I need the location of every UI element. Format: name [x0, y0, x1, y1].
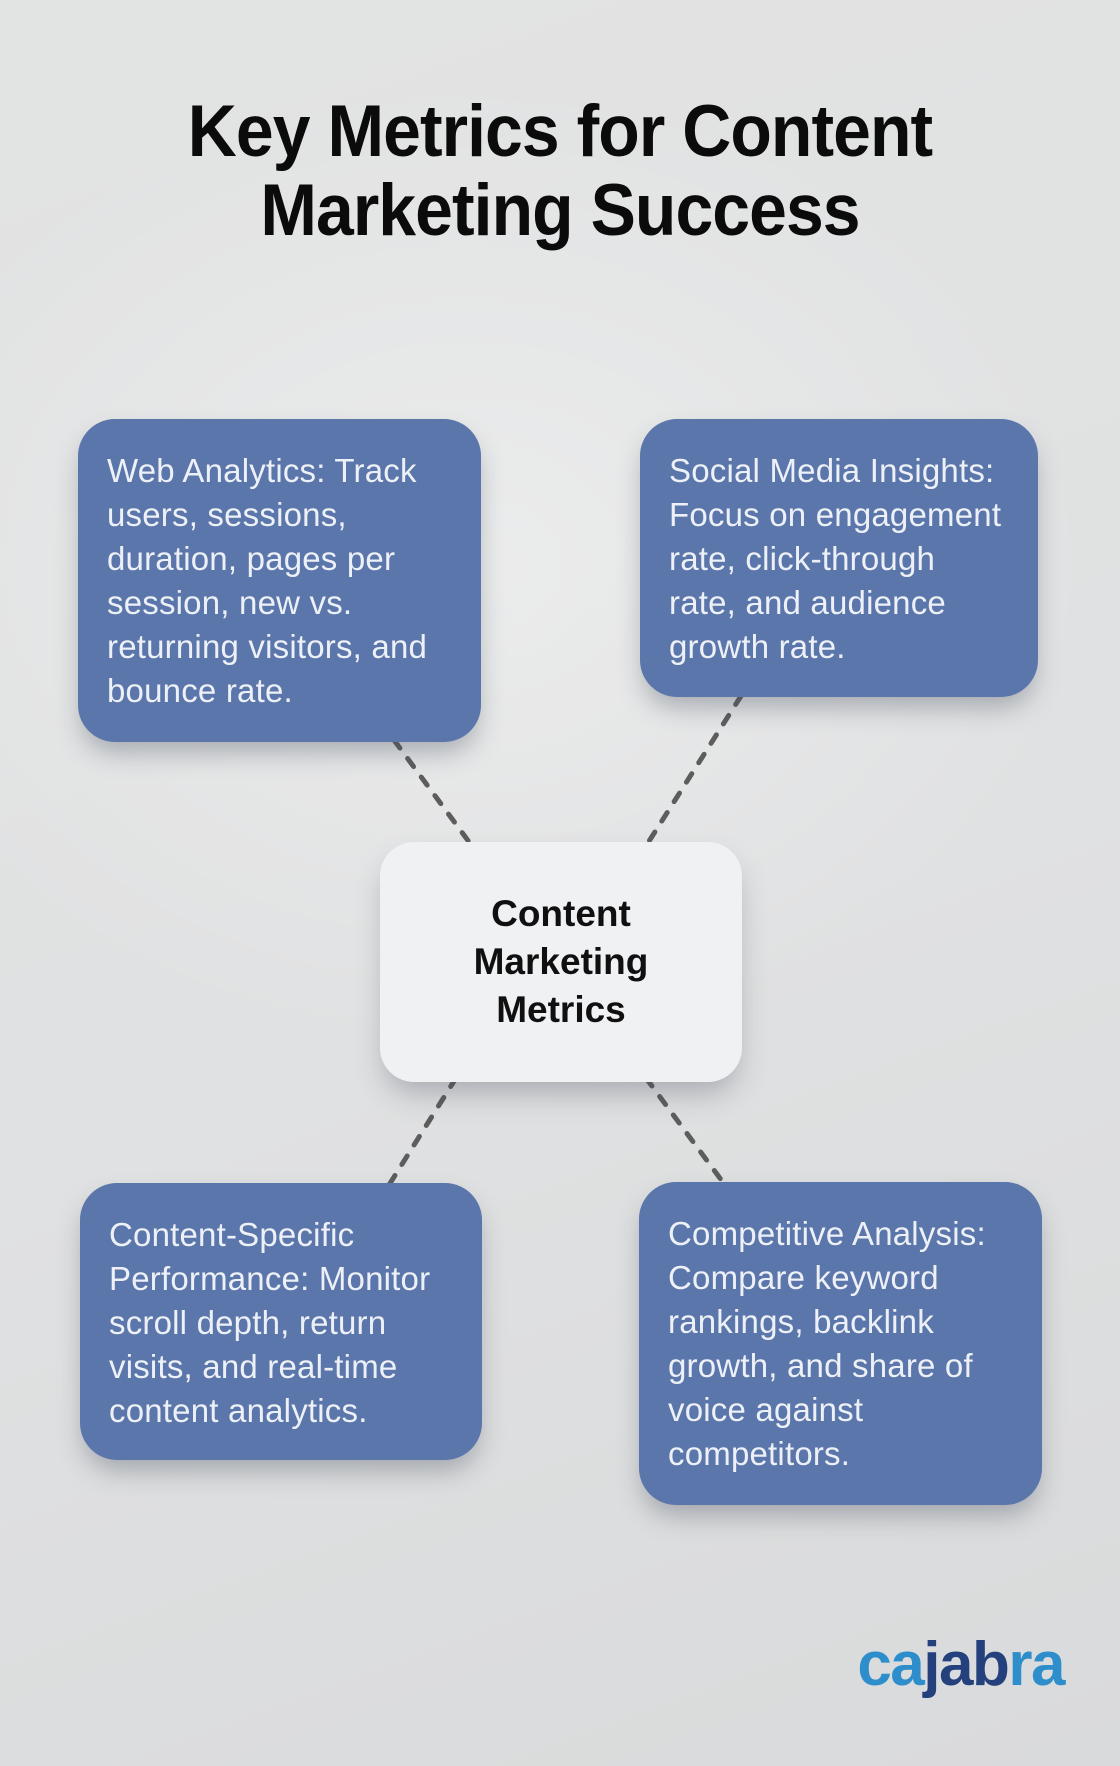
- node-web-analytics: Web Analytics: Track users, sessions, du…: [78, 419, 481, 742]
- connector-top-right: [643, 693, 744, 849]
- node-competitive-analysis: Competitive Analysis: Compare keyword ra…: [639, 1182, 1042, 1505]
- cajabra-logo: cajabra: [857, 1634, 1065, 1696]
- center-node-content-marketing-metrics: Content Marketing Metrics: [380, 842, 742, 1082]
- node-content-specific-performance: Content-Specific Performance: Monitor sc…: [80, 1183, 482, 1460]
- connector-top-left: [391, 737, 475, 849]
- node-social-media-insights: Social Media Insights: Focus on engageme…: [640, 419, 1038, 697]
- page-title: Key Metrics for Content Marketing Succes…: [187, 91, 933, 251]
- connector-bottom-left: [386, 1075, 459, 1188]
- logo-segment-ca: ca: [857, 1630, 924, 1699]
- logo-segment-ra: ra: [1008, 1630, 1065, 1699]
- logo-segment-jab: jab: [923, 1630, 1010, 1699]
- connector-bottom-right: [643, 1075, 728, 1188]
